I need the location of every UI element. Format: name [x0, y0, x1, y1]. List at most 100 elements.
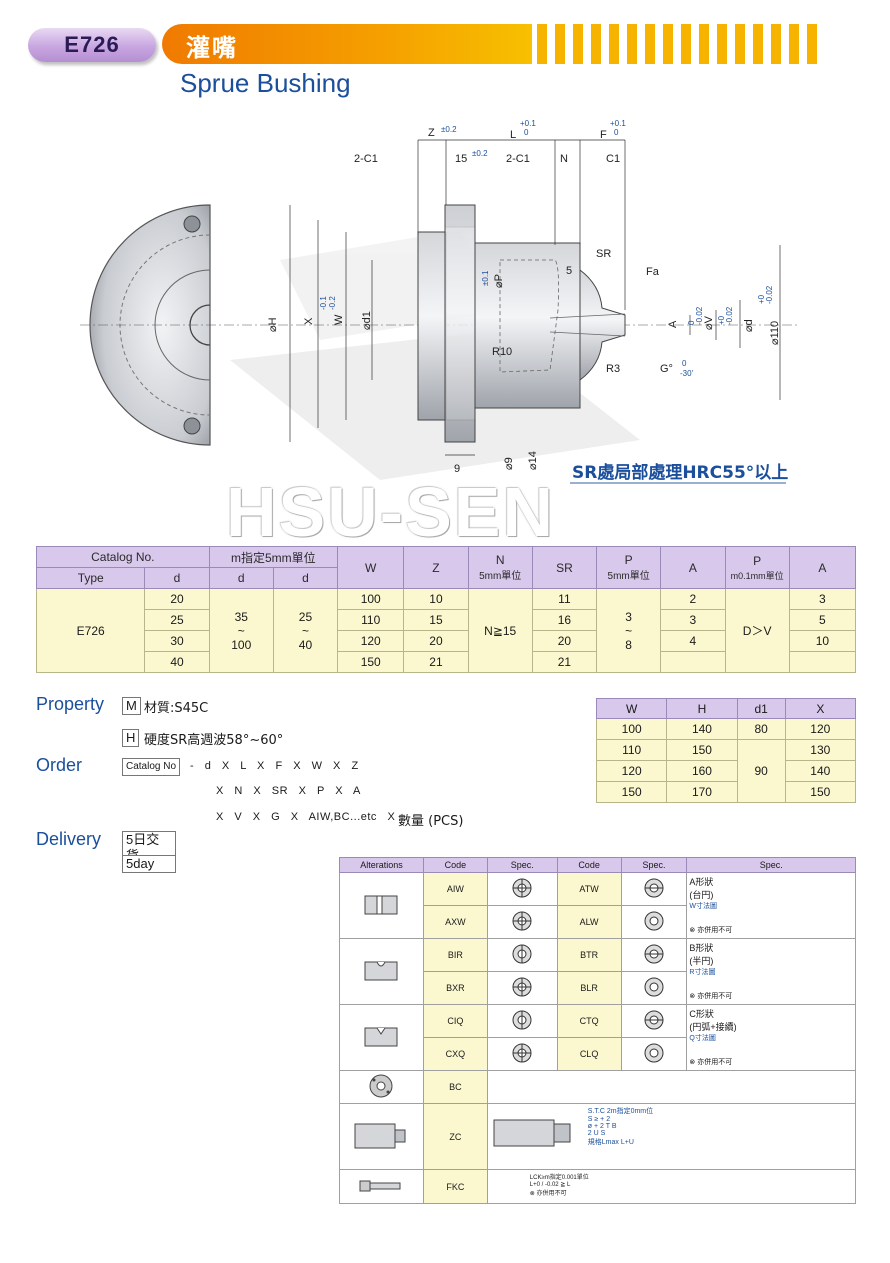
order-label: Order [36, 755, 83, 775]
spec-target-icon [512, 977, 532, 997]
code-ciq: CIQ [422, 1004, 488, 1038]
cell-type: E726 [35, 588, 146, 673]
cell-a1: 4 [660, 630, 726, 652]
bushing-body [417, 204, 626, 443]
whd-cell: 80 [736, 718, 786, 740]
whd-cell: 150 [666, 739, 738, 761]
th-whd: W [595, 698, 668, 719]
dim-phi-h: ⌀H [267, 317, 279, 332]
cell-a1: 3 [660, 609, 726, 631]
code-atw: ATW [556, 872, 622, 906]
order-formula-row3: X V X G X AIW,BC...etc X [216, 811, 396, 823]
dim-v-tol-up: +0 [717, 315, 726, 325]
dim-g-tol-up: 0 [682, 359, 687, 368]
code-bc: BC [422, 1070, 488, 1104]
dim-f-tol-up: +0.1 [610, 119, 626, 128]
code-bir: BIR [422, 938, 488, 972]
cell-sr: 16 [531, 609, 598, 631]
dim-l-tol-dn: 0 [524, 128, 529, 137]
spec-aiw [486, 872, 558, 906]
dim-w: W [333, 314, 345, 325]
cell-z: 20 [403, 630, 469, 652]
dim-w-tol-dn: -0.2 [328, 296, 337, 310]
cell-a1 [660, 651, 726, 673]
th-md1: d [208, 567, 274, 589]
cell-z: 10 [403, 588, 469, 610]
th-spec: Spec. [620, 857, 688, 873]
whd-cell: 120 [595, 760, 668, 782]
code-axw: AXW [422, 905, 488, 939]
dim-fa: Fa [646, 266, 660, 278]
whd-cell: 100 [595, 718, 668, 740]
alt-img-bc [339, 1070, 424, 1104]
alteration-a-icon [364, 895, 398, 914]
th-z: Z [403, 546, 469, 589]
alteration-b-icon [364, 961, 398, 980]
alteration-fkc-icon [359, 1180, 401, 1191]
alterations-table: Alterations Code Spec. Code Spec. Spec. … [339, 857, 857, 1204]
title-bar [162, 24, 532, 64]
hrc-note-underline [570, 482, 786, 484]
whd-cell: 150 [784, 781, 857, 803]
watermark-logo-text: HSU-SEN [226, 473, 556, 551]
code-blr: BLR [556, 971, 622, 1005]
dim-g: G° [660, 363, 673, 375]
spec-blr [620, 971, 688, 1005]
dim-c1-left: 2-C1 [354, 153, 378, 165]
whd-cell: 90 [736, 739, 786, 803]
dim-d110: ⌀110 [769, 321, 781, 345]
alteration-c-icon [364, 1027, 398, 1046]
spec-zc: S.T.C 2m指定0mm位 S ≥ + 2 ø + 2 T B 2 U S 規… [486, 1103, 857, 1170]
cell-a2 [788, 651, 857, 673]
code-cxq: CXQ [422, 1037, 488, 1071]
dim-phi-d1: ⌀d1 [361, 311, 373, 330]
dim-a-tol-up: 0 [687, 320, 696, 325]
dim-phi-v: ⌀V [703, 315, 715, 330]
whd-cell: 130 [784, 739, 857, 761]
dim-l: L [510, 129, 516, 141]
dim-z-tol: ±0.2 [441, 125, 457, 134]
cell-a2: 3 [788, 588, 857, 610]
spec-detail-a: A形狀(台円) W寸法圖 ⊗ 亦併用不可 [686, 872, 856, 939]
end-view-disc [89, 204, 211, 446]
cell-d: 30 [144, 630, 210, 652]
code-btr: BTR [556, 938, 622, 972]
alt-img-b [339, 938, 424, 1005]
delivery-label: Delivery [36, 829, 102, 849]
spec-btr [620, 938, 688, 972]
spec-clq [620, 1037, 688, 1071]
cell-p1: 3~8 [596, 588, 662, 673]
th-code: Code [422, 857, 488, 873]
cell-a1: 2 [660, 588, 726, 610]
spec-axw [486, 905, 558, 939]
whd-cell: 170 [666, 781, 738, 803]
property-h-box: H [122, 729, 140, 747]
dim-five: 5 [566, 265, 572, 277]
dim-z: Z [428, 127, 435, 139]
zc-detail-drawing-icon [493, 1119, 571, 1147]
th-alterations: Alterations [339, 857, 424, 873]
dim-n: N [560, 153, 568, 165]
code-fkc: FKC [422, 1169, 488, 1204]
dim-d110-tol-up: +0 [757, 294, 766, 304]
th-md2: d [272, 567, 339, 589]
th-spec-detail: Spec. [686, 857, 856, 873]
cell-md1: 35~100 [208, 588, 274, 673]
property-label: Property [36, 694, 105, 714]
code-bxr: BXR [422, 971, 488, 1005]
alt-img-zc [339, 1103, 424, 1170]
cell-d: 20 [144, 588, 210, 610]
spec-alw [620, 905, 688, 939]
alteration-bc-icon [369, 1074, 393, 1098]
spec-detail-c: C形狀(円弧+接續) Q寸法圖 ⊗ 亦併用不可 [686, 1004, 856, 1071]
dim-w-tol-up: -0.1 [319, 296, 328, 310]
dim-p: ⌀P [493, 274, 505, 288]
cell-d: 25 [144, 609, 210, 631]
cell-w: 110 [337, 609, 405, 631]
alteration-zc-icon [354, 1123, 406, 1148]
code-zc: ZC [422, 1103, 488, 1170]
dim-c1-mid: 2-C1 [506, 153, 530, 165]
